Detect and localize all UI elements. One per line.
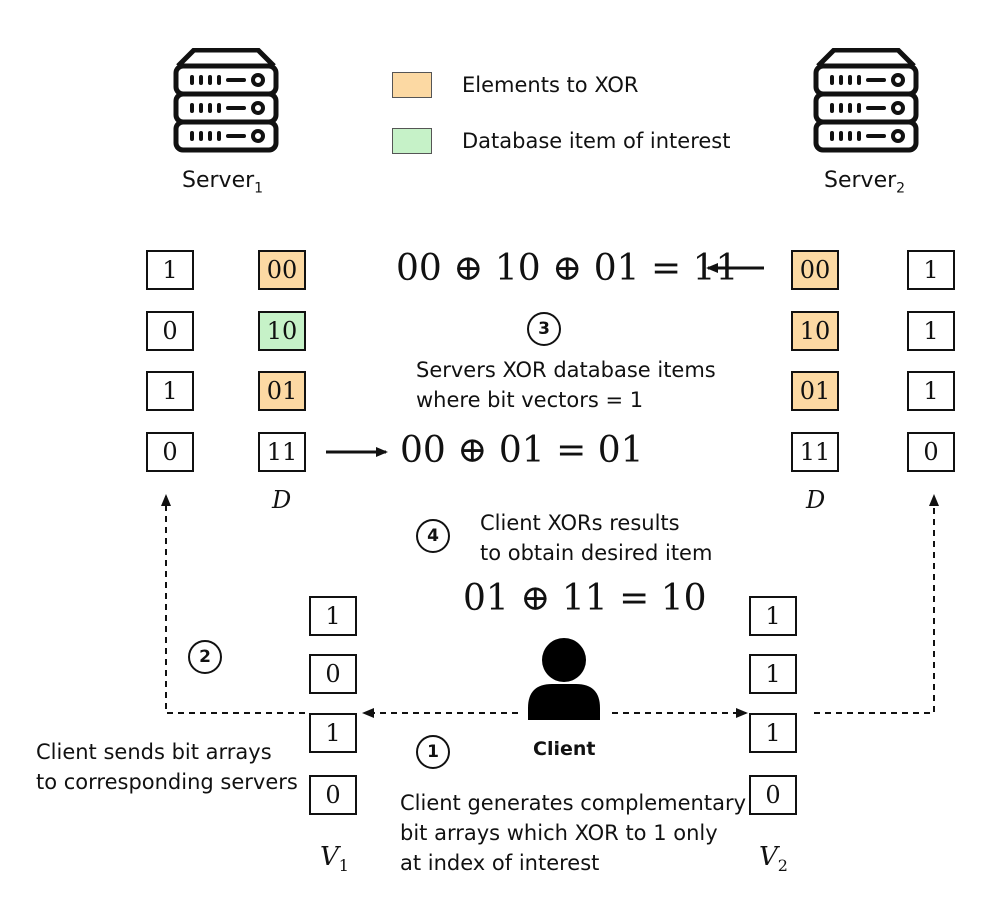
client-xor-equation: 01 ⊕ 11 = 10 bbox=[463, 578, 707, 619]
client-v2-bit: 1 bbox=[749, 596, 797, 636]
step4-text-line2: to obtain desired item bbox=[480, 541, 713, 565]
step3-text-line2: where bit vectors = 1 bbox=[416, 388, 644, 412]
server2-db-item: 11 bbox=[791, 432, 839, 472]
client-v2-label: V2 bbox=[759, 842, 788, 876]
server1-icon bbox=[172, 47, 280, 158]
client-v2-bit: 1 bbox=[749, 713, 797, 753]
server2-bit: 1 bbox=[907, 371, 955, 411]
server1-bit: 1 bbox=[146, 250, 194, 290]
server2-bit: 1 bbox=[907, 311, 955, 351]
server2-db-item: 01 bbox=[791, 371, 839, 411]
client-v1-bit: 1 bbox=[309, 713, 357, 753]
server1-bit: 1 bbox=[146, 371, 194, 411]
v2-to-server2-arrow bbox=[814, 494, 939, 714]
legend-interest-label: Database item of interest bbox=[462, 129, 731, 153]
server2-db-item: 00 bbox=[791, 250, 839, 290]
client-v2-bit: 1 bbox=[749, 654, 797, 694]
server2-bit: 0 bbox=[907, 432, 955, 472]
server1-db-item: 10 bbox=[258, 311, 306, 351]
legend-xor-swatch bbox=[392, 72, 432, 98]
step3-badge: 3 bbox=[527, 312, 561, 346]
server2-db-label: D bbox=[806, 486, 826, 514]
step1-badge: 1 bbox=[416, 735, 450, 769]
user-icon bbox=[524, 636, 604, 722]
server1-label: Server1 bbox=[182, 168, 264, 197]
step1-text-line2: bit arrays which XOR to 1 only bbox=[400, 821, 718, 845]
server2-db-item: 10 bbox=[791, 311, 839, 351]
server2-bit: 1 bbox=[907, 250, 955, 290]
server1-db-item: 00 bbox=[258, 250, 306, 290]
server1-db-item: 01 bbox=[258, 371, 306, 411]
server1-db-label: D bbox=[272, 486, 292, 514]
server1-bit: 0 bbox=[146, 432, 194, 472]
step2-badge: 2 bbox=[188, 640, 222, 674]
step2-text-line1: Client sends bit arrays bbox=[36, 740, 272, 764]
client-v1-bit: 0 bbox=[309, 775, 357, 815]
legend-interest-swatch bbox=[392, 128, 432, 154]
v1-to-server1-arrow bbox=[161, 494, 305, 714]
client-v1-bit: 0 bbox=[309, 654, 357, 694]
legend-xor-label: Elements to XOR bbox=[462, 73, 639, 97]
step3-text-line1: Servers XOR database items bbox=[416, 358, 716, 382]
step1-text-line3: at index of interest bbox=[400, 851, 600, 875]
server1-db-item: 11 bbox=[258, 432, 306, 472]
server1-xor-equation: 00 ⊕ 01 = 01 bbox=[400, 430, 644, 471]
client-v2-bit: 0 bbox=[749, 775, 797, 815]
server1-bit: 0 bbox=[146, 311, 194, 351]
step2-text-line2: to corresponding servers bbox=[36, 770, 298, 794]
step1-text-line1: Client generates complementary bbox=[400, 791, 747, 815]
client-v1-bit: 1 bbox=[309, 596, 357, 636]
server2-label: Server2 bbox=[824, 168, 906, 197]
step4-text-line1: Client XORs results bbox=[480, 511, 680, 535]
client-label: Client bbox=[533, 738, 596, 760]
client-v1-label: V1 bbox=[320, 842, 349, 876]
step4-badge: 4 bbox=[416, 519, 450, 553]
server2-xor-equation: 00 ⊕ 10 ⊕ 01 = 11 bbox=[396, 248, 739, 289]
server2-icon bbox=[812, 47, 920, 158]
